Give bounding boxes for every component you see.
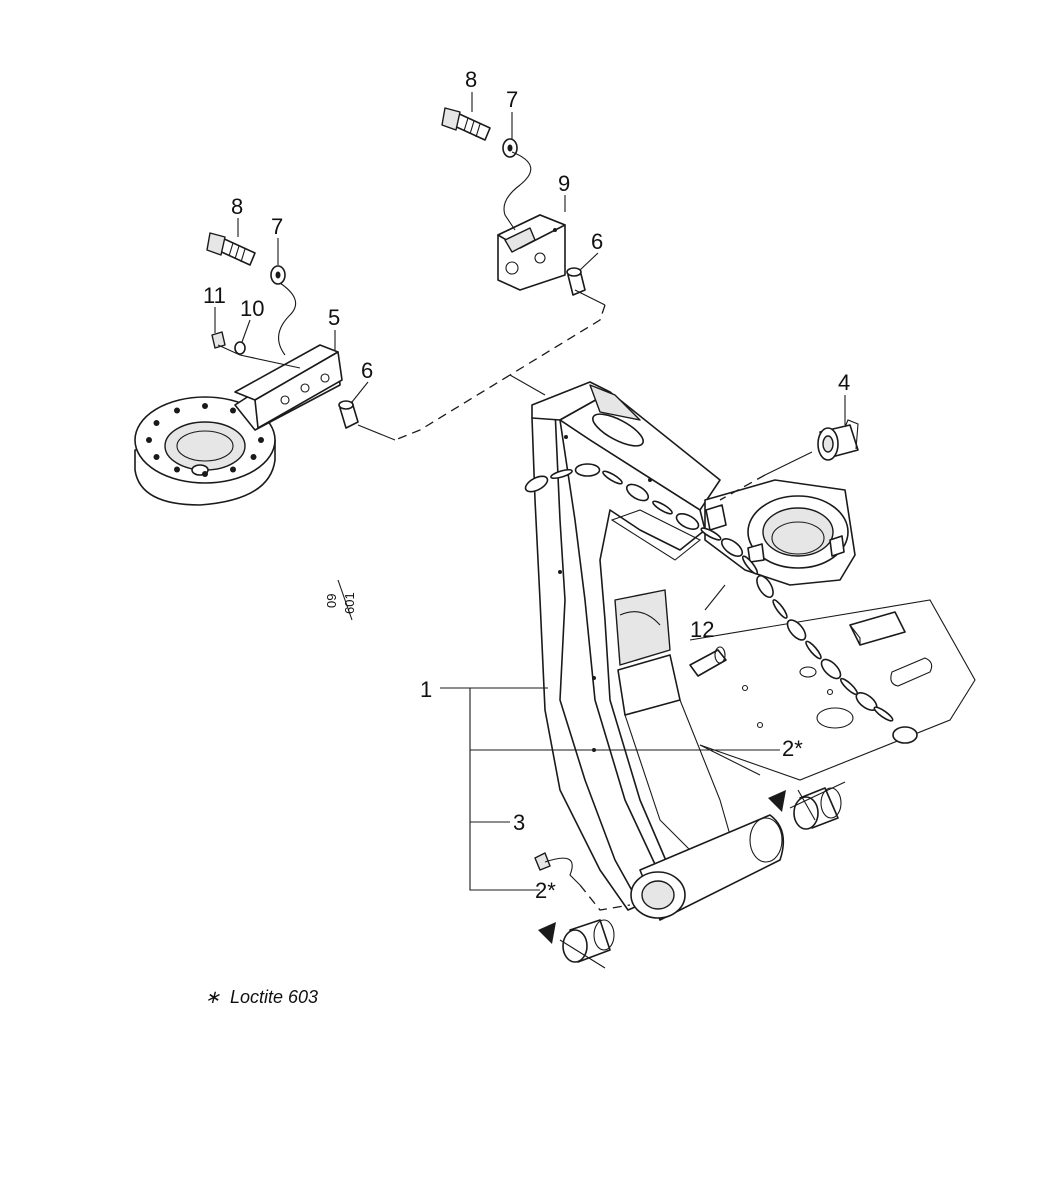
callout-2-upper: 2* [782,736,803,761]
ring-bolt-hole [202,471,208,477]
callout-4: 4 [838,370,850,395]
callout-labels: 1 2* 2* 3 4 5 6 6 7 7 8 8 9 10 11 12 [203,67,850,903]
washer-part-7-left [270,265,286,285]
callout-9: 9 [558,171,570,196]
leader-lines [214,92,846,891]
ring-bolt-hole [250,454,257,460]
chain-link [756,574,774,599]
ring-bolt-hole [230,466,236,473]
cap-part-4 [817,419,859,461]
assembly-lines [217,151,846,969]
chain-part-12 [524,463,918,744]
drawing-code-top: 09 [324,594,339,608]
sleeve-part-6-top [566,267,586,296]
bushing-part-2-upper [768,787,842,830]
footnote-text: Loctite 603 [230,987,318,1007]
ring-bolt-hole [174,407,180,414]
chain-end-ring [892,726,918,744]
ring-bolt-hole [202,403,208,409]
chain-link [675,513,700,530]
chain-link [820,658,842,680]
chain-link [786,619,807,641]
bushing-part-2-lower [538,919,615,963]
base-plate [689,599,976,781]
main-bracket-part-1 [531,381,856,921]
callout-8-top: 8 [465,67,477,92]
ring-bolt-hole [146,437,152,443]
callout-1: 1 [420,677,432,702]
drawing-code-bottom: 601 [342,592,357,614]
chain-link [805,640,822,660]
callout-12: 12 [690,617,714,642]
chain-link [625,483,650,502]
callout-3: 3 [513,810,525,835]
bolt-part-8-top [441,107,491,141]
callout-2-lower: 2* [535,878,556,903]
chain-link [602,470,623,485]
callout-5: 5 [328,305,340,330]
chain-link [772,599,788,619]
ring-bolt-hole [153,420,160,426]
ring-bolt-hole [230,407,236,414]
turntable-ring [134,396,276,506]
grease-nipple-part-3 [534,852,551,871]
footnote-symbol: ∗ [205,987,220,1007]
bracket-part-5 [234,344,343,431]
drawing-code: 09 601 [324,579,357,621]
washer-part-10 [234,341,246,355]
bolt-part-8-left [206,232,256,266]
chain-link [574,463,601,477]
callout-10: 10 [240,296,264,321]
sleeve-part-6-left [338,400,359,429]
footnote: ∗ Loctite 603 [205,987,318,1007]
callout-6-top: 6 [591,229,603,254]
callout-11: 11 [203,283,226,308]
chain-link [839,677,859,696]
ring-bolt-hole [258,437,264,443]
bracket-part-9 [497,214,566,291]
chain-link [524,475,549,493]
chain-link [550,468,573,480]
callout-7-left: 7 [271,214,283,239]
screw-part-11 [211,331,226,349]
callout-7-top: 7 [506,87,518,112]
chain-link [873,706,894,722]
chain-link [741,555,759,575]
callout-6-left: 6 [361,358,373,383]
ring-bolt-hole [153,454,160,460]
washer-part-7-top [502,138,518,158]
ring-bolt-hole [174,466,180,473]
chain-link [700,527,722,541]
chain-link [720,538,744,557]
callout-8-left: 8 [231,194,243,219]
chain-link [652,500,673,515]
